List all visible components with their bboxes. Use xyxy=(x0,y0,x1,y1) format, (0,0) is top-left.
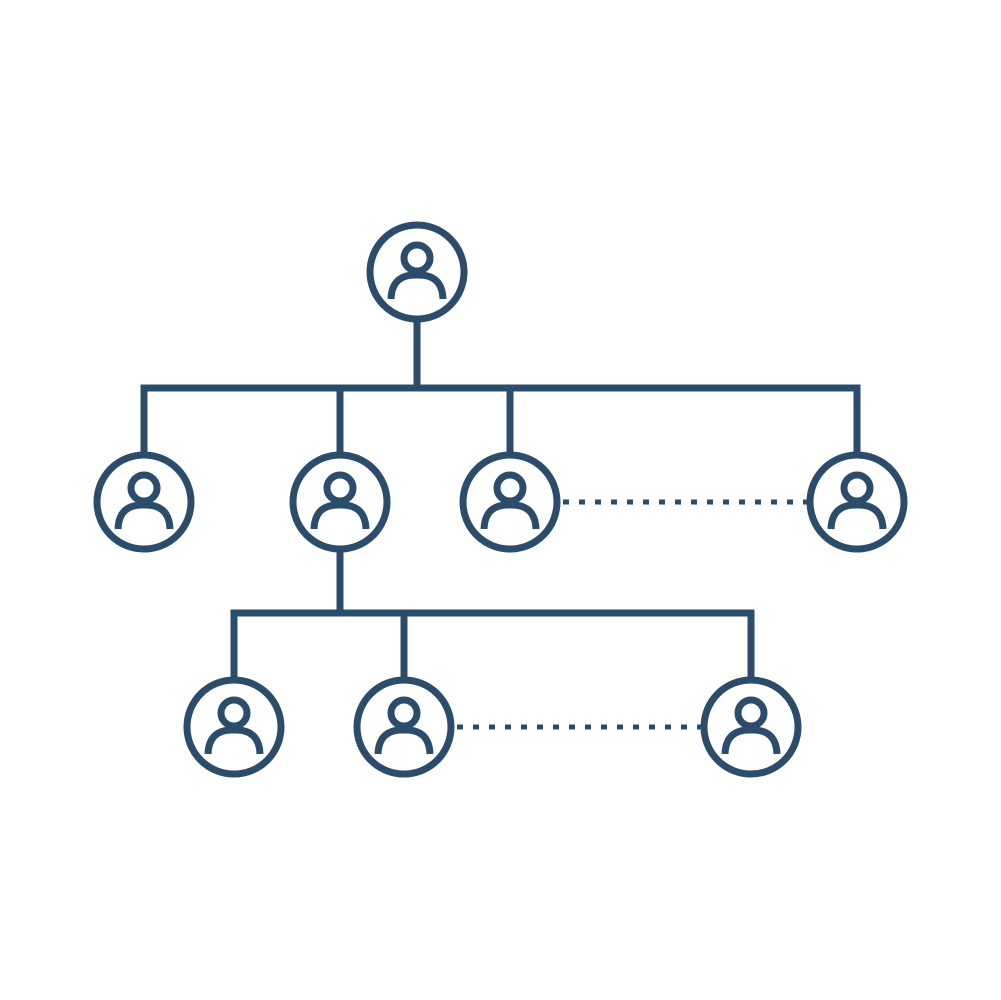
connector-lines xyxy=(140,319,861,680)
person-icon xyxy=(310,471,370,530)
person-node-l2-a xyxy=(183,676,285,778)
person-node-l1-a xyxy=(93,451,195,553)
person-icon xyxy=(387,241,447,300)
person-node-root xyxy=(366,221,468,323)
person-icon xyxy=(204,696,264,755)
person-icon xyxy=(374,696,434,755)
person-node-l2-b xyxy=(353,676,455,778)
person-icon xyxy=(480,471,540,530)
person-icon xyxy=(721,696,781,755)
person-node-l1-b xyxy=(289,451,391,553)
person-node-l2-c xyxy=(700,676,802,778)
person-node-l1-c xyxy=(459,451,561,553)
person-node-l1-d xyxy=(806,451,908,553)
person-nodes xyxy=(93,221,908,778)
person-icon xyxy=(114,471,174,530)
person-icon xyxy=(827,471,887,530)
